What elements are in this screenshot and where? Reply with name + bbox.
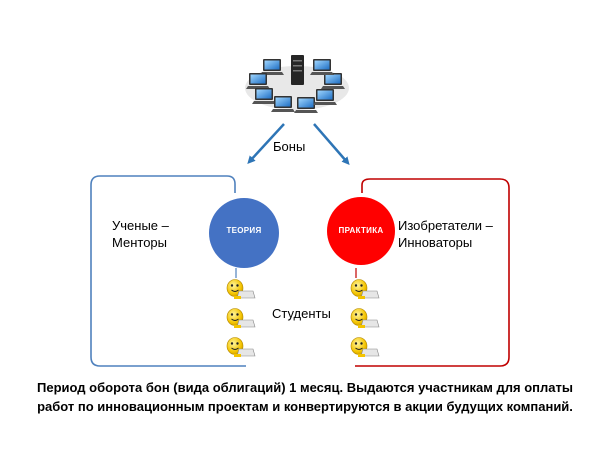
theory-label: ТЕОРИЯ bbox=[226, 226, 262, 235]
right-group-frame bbox=[355, 178, 510, 367]
students-label: Студенты bbox=[272, 306, 331, 321]
left-group-line1: Ученые – bbox=[112, 218, 169, 233]
server-network-icon bbox=[245, 55, 349, 113]
practice-circle bbox=[327, 197, 395, 265]
right-group-label: Изобретатели – Инноваторы bbox=[398, 217, 493, 251]
right-group-line1: Изобретатели – bbox=[398, 218, 493, 233]
bony-label: Боны bbox=[273, 139, 306, 154]
arrow-right bbox=[313, 123, 350, 166]
left-group-line2: Менторы bbox=[112, 235, 167, 250]
right-group-line2: Инноваторы bbox=[398, 235, 473, 250]
left-group-frame bbox=[90, 175, 246, 367]
practice-label: ПРАКТИКА bbox=[338, 226, 384, 235]
theory-circle bbox=[209, 198, 279, 268]
left-group-label: Ученые – Менторы bbox=[112, 217, 169, 251]
arrow-left bbox=[247, 123, 285, 164]
caption-text: Период оборота бон (вида облигаций) 1 ме… bbox=[37, 380, 573, 414]
